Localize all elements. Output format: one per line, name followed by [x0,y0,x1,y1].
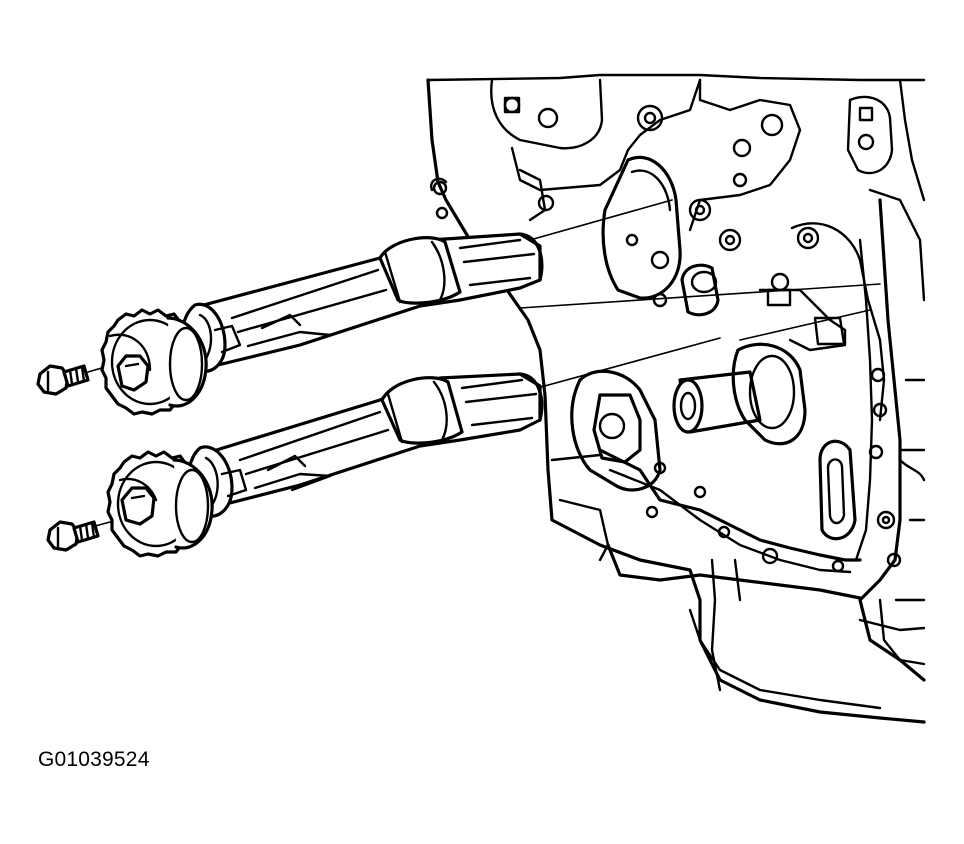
lower-camshaft [186,372,544,518]
upper-bolt [36,364,90,396]
lower-sprocket [106,450,214,558]
engine-block [426,73,926,724]
upper-camshaft [180,232,544,373]
figure-code: G01039524 [38,748,150,771]
upper-sprocket [100,308,208,416]
lower-bolt [46,520,100,552]
